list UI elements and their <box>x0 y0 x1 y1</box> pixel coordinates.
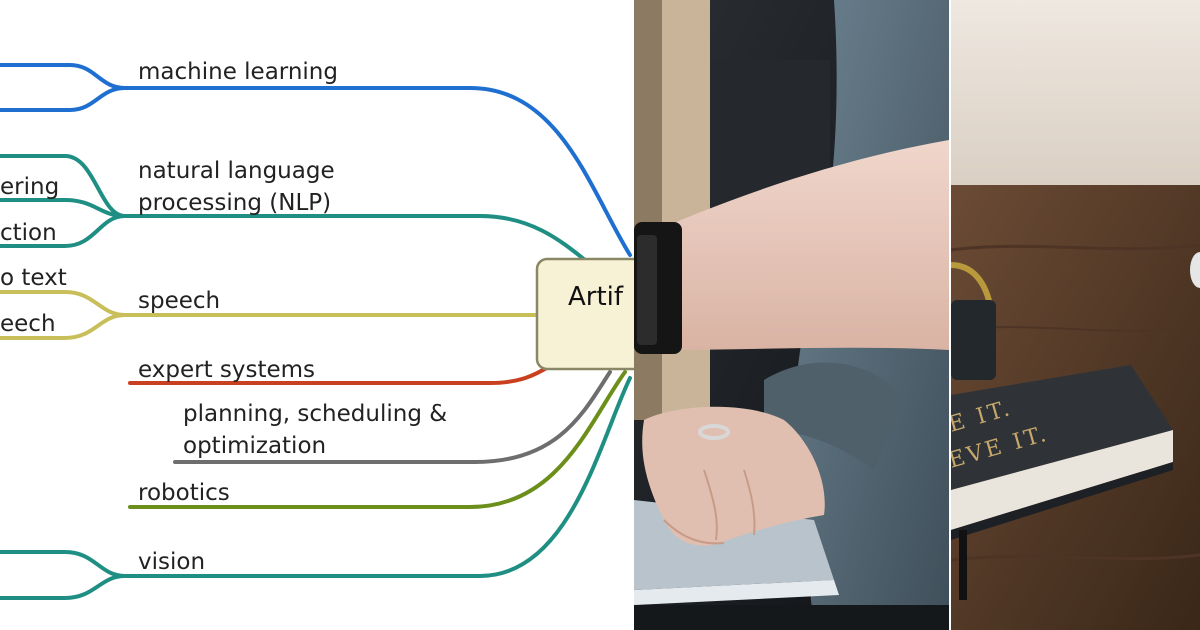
photo-arm-smartwatch-illustration <box>634 0 949 630</box>
label-planning-line2: optimization <box>183 433 326 459</box>
label-speech: speech <box>138 288 220 314</box>
branch-line-nlp <box>0 154 587 262</box>
branch-line-planning <box>173 370 612 464</box>
label-expert-systems: expert systems <box>138 357 315 383</box>
photo-notebook-desk: E IT. EVE IT. <box>951 0 1200 630</box>
branch-vision: vision <box>0 376 632 600</box>
branch-planning: planning, scheduling & optimization <box>173 370 612 464</box>
mindmap-diagram: machine learning natural language proces… <box>0 59 634 600</box>
branch-robotics: robotics <box>128 370 627 509</box>
branch-line-vision <box>0 376 632 600</box>
panel-divider-2 <box>949 0 951 630</box>
photo-notebook-desk-illustration: E IT. EVE IT. <box>951 0 1200 630</box>
label-machine-learning: machine learning <box>138 59 338 85</box>
sublabel-speech-1: o text <box>0 265 67 291</box>
branch-machine-learning: machine learning <box>0 59 632 257</box>
sublabel-nlp-1: ering <box>0 174 59 200</box>
branch-expert-systems: expert systems <box>128 357 552 385</box>
root-node: Artif <box>535 257 634 371</box>
label-planning-line1: planning, scheduling & <box>183 401 447 427</box>
branch-line-robotics <box>128 370 627 509</box>
branch-line-speech <box>0 290 542 340</box>
mindmap-panel: machine learning natural language proces… <box>0 59 634 600</box>
label-robotics: robotics <box>138 480 230 506</box>
branch-nlp: natural language processing (NLP) ering … <box>0 154 587 262</box>
photo-arm-smartwatch <box>634 0 949 630</box>
label-nlp-line2: processing (NLP) <box>138 190 331 216</box>
branch-line-machine-learning <box>0 63 632 257</box>
sublabel-speech-2: eech <box>0 311 56 337</box>
label-nlp-line1: natural language <box>138 158 335 184</box>
sublabel-nlp-2: ction <box>0 220 57 246</box>
label-vision: vision <box>138 549 205 575</box>
branch-speech: speech o text eech <box>0 265 542 340</box>
root-label: Artif <box>568 282 624 312</box>
